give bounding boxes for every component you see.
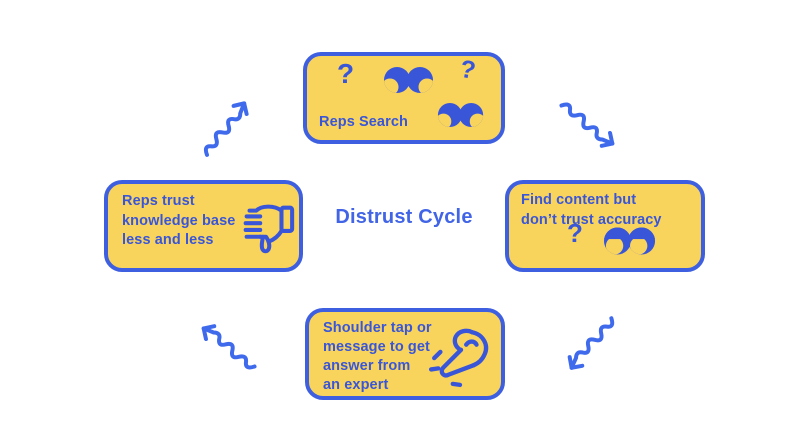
wavy-arrow-icon	[559, 102, 615, 148]
googly-eyes-icon	[384, 67, 433, 93]
wavy-arrow-icon	[567, 316, 615, 370]
diagram-title: Distrust Cycle	[335, 206, 473, 228]
arrow-top-to-right	[552, 92, 623, 162]
skeptical-eyes-icon	[603, 227, 656, 255]
question-mark-icon: ?	[337, 58, 355, 89]
arrow-bottom-to-left	[192, 310, 263, 380]
tap-hand-icon	[428, 328, 489, 388]
box-label: Reps trust knowledge base less and less	[122, 193, 236, 248]
box-reps-search: ? ? Reps Search	[303, 52, 505, 144]
wavy-arrow-icon	[203, 101, 249, 157]
thumbs-down-icon	[243, 204, 295, 254]
box-label: Find content but don’t trust accuracy	[521, 192, 662, 228]
question-mark-icon: ?	[567, 218, 583, 248]
googly-eyes-icon	[437, 103, 484, 127]
arrow-right-to-bottom	[553, 309, 624, 379]
box-shoulder-tap: Shoulder tap or message to get answer fr…	[305, 308, 505, 400]
question-mark-icon: ?	[457, 54, 478, 86]
wavy-arrow-icon	[201, 324, 257, 370]
arrow-left-to-top	[193, 92, 262, 164]
box-label: Reps Search	[319, 114, 408, 130]
box-label: Shoulder tap or message to get answer fr…	[323, 320, 432, 393]
box-find-content: Find content but don’t trust accuracy ?	[505, 180, 705, 272]
box-reps-trust-less: Reps trust knowledge base less and less	[104, 180, 303, 272]
